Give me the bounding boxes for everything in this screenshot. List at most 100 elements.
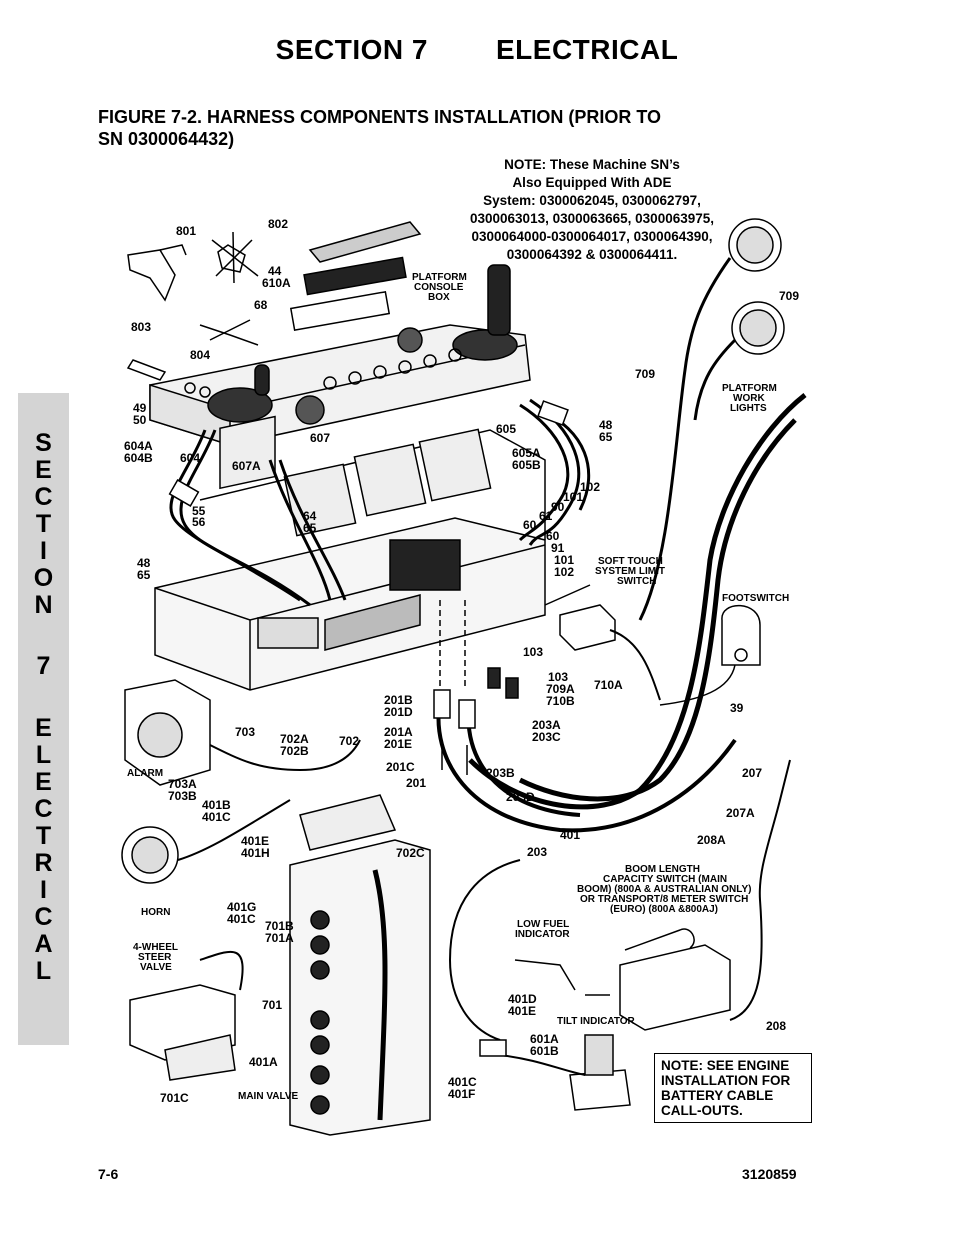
tilt-indicator-label: TILT INDICATOR — [557, 1016, 636, 1027]
soft-touch-label: SYSTEM LIMIT — [595, 566, 665, 577]
callout-102: 102 — [554, 565, 574, 579]
callout-90: 90 — [551, 500, 565, 514]
callout-401g: 401G — [227, 900, 256, 914]
callout-601a: 601A — [530, 1032, 559, 1046]
callout-401c: 401C — [227, 912, 256, 926]
callout-65: 65 — [303, 521, 317, 535]
callout-401b: 401B — [202, 798, 231, 812]
steer-valve-label: 4-WHEEL — [133, 942, 178, 953]
callout-703a: 703A — [168, 777, 197, 791]
section-number: SECTION 7 — [275, 34, 428, 65]
low-fuel-label: LOW FUEL — [517, 919, 569, 930]
callout-401c: 401C — [448, 1075, 477, 1089]
callout-803: 803 — [131, 320, 151, 334]
work-lights-label: LIGHTS — [730, 403, 767, 414]
tab-letter: I — [40, 876, 47, 904]
horn-label: HORN — [141, 907, 170, 918]
callout-201d: 201D — [384, 705, 413, 719]
tab-letter: C — [34, 795, 53, 823]
section-side-tab: S E C T I O N 7 E L E C T R I C A L — [18, 393, 69, 1045]
platform-console-label: CONSOLE — [414, 282, 464, 293]
boom-switch-label: BOOM LENGTH — [625, 864, 700, 875]
callout-65: 65 — [599, 430, 613, 444]
callout-709a: 709A — [546, 682, 575, 696]
callout-604: 604 — [180, 451, 200, 465]
steer-valve-label: STEER — [138, 952, 172, 963]
boom-switch-label: BOOM) (800A & AUSTRALIAN ONLY) — [577, 884, 751, 895]
page-number: 7-6 — [98, 1166, 119, 1182]
callout-604b: 604B — [124, 451, 153, 465]
platform-console-label: BOX — [428, 292, 450, 303]
callout-101: 101 — [563, 490, 583, 504]
callout-703: 703 — [235, 725, 255, 739]
callout-401h: 401H — [241, 846, 270, 860]
callout-103: 103 — [523, 645, 543, 659]
boom-switch-label: CAPACITY SWITCH (MAIN — [603, 874, 727, 885]
tab-letter: T — [35, 822, 52, 850]
callout-49: 49 — [133, 401, 147, 415]
callout-401f: 401F — [448, 1087, 475, 1101]
note-line: 0300064392 & 0300064411. — [506, 247, 678, 262]
tab-letter: L — [35, 741, 52, 769]
callout-207: 207 — [742, 766, 762, 780]
figure-title-line2: SN 0300064432) — [98, 129, 235, 149]
callout-702: 702 — [339, 734, 359, 748]
callout-401e: 401E — [241, 834, 269, 848]
callout-91: 91 — [551, 541, 565, 555]
boom-switch-label: OR TRANSPORT/8 METER SWITCH — [580, 894, 748, 905]
callout-701b: 701B — [265, 919, 294, 933]
tab-letter: N — [34, 591, 53, 619]
callout-203a: 203A — [532, 718, 561, 732]
callout-702a: 702A — [280, 732, 309, 746]
note-line: CALL-OUTS. — [661, 1103, 743, 1118]
section-title: ELECTRICAL — [495, 34, 679, 65]
callout-203d: 203D — [506, 790, 535, 804]
callout-605b: 605B — [512, 458, 541, 472]
callout-201e: 201E — [384, 737, 412, 751]
tab-letter: C — [34, 483, 53, 511]
callout-56: 56 — [192, 515, 206, 529]
note-line: NOTE: SEE ENGINE — [661, 1058, 790, 1073]
work-lights-label: PLATFORM — [722, 383, 777, 394]
callout-102: 102 — [580, 480, 600, 494]
figure-title: FIGURE 7-2. HARNESS COMPONENTS INSTALLAT… — [98, 106, 718, 150]
tab-letter: 7 — [36, 652, 51, 680]
tab-letter: I — [40, 537, 47, 565]
tab-letter: E — [35, 714, 52, 742]
tab-letter: O — [33, 564, 54, 592]
note-line: INSTALLATION FOR — [661, 1073, 791, 1088]
soft-touch-label: SWITCH — [617, 576, 656, 587]
callout-610a: 610A — [262, 276, 291, 290]
note-line: NOTE: These Machine SN’s — [504, 157, 680, 172]
callout-701c: 701C — [160, 1091, 189, 1105]
callout-605: 605 — [496, 422, 516, 436]
steer-valve-label: VALVE — [140, 962, 172, 973]
note-line: 0300064000-0300064017, 0300064390, — [471, 229, 713, 244]
note-line: System: 0300062045, 0300062797, — [483, 193, 701, 208]
callout-208a: 208A — [697, 833, 726, 847]
note-line: Also Equipped With ADE — [512, 175, 672, 190]
tab-letter: A — [34, 930, 53, 958]
callout-44: 44 — [268, 264, 282, 278]
callout-709: 709 — [779, 289, 799, 303]
tab-letter: E — [35, 456, 52, 484]
callout-48: 48 — [137, 556, 151, 570]
callout-804: 804 — [190, 348, 210, 362]
low-fuel-label: INDICATOR — [515, 929, 570, 940]
document-number: 3120859 — [742, 1166, 797, 1182]
section-header: SECTION 7 ELECTRICAL — [0, 34, 954, 66]
callout-203b: 203B — [486, 766, 515, 780]
tab-letter: E — [35, 768, 52, 796]
callout-702b: 702B — [280, 744, 309, 758]
callout-701a: 701A — [265, 931, 294, 945]
engine-note-box: NOTE: SEE ENGINE INSTALLATION FOR BATTER… — [654, 1053, 812, 1123]
tab-letter: S — [35, 429, 52, 457]
tab-letter: T — [35, 510, 52, 538]
callout-401d: 401D — [508, 992, 537, 1006]
note-line: BATTERY CABLE — [661, 1088, 774, 1103]
callout-710b: 710B — [546, 694, 575, 708]
callout-401: 401 — [560, 828, 580, 842]
callout-203c: 203C — [532, 730, 561, 744]
work-lights-label: WORK — [733, 393, 765, 404]
